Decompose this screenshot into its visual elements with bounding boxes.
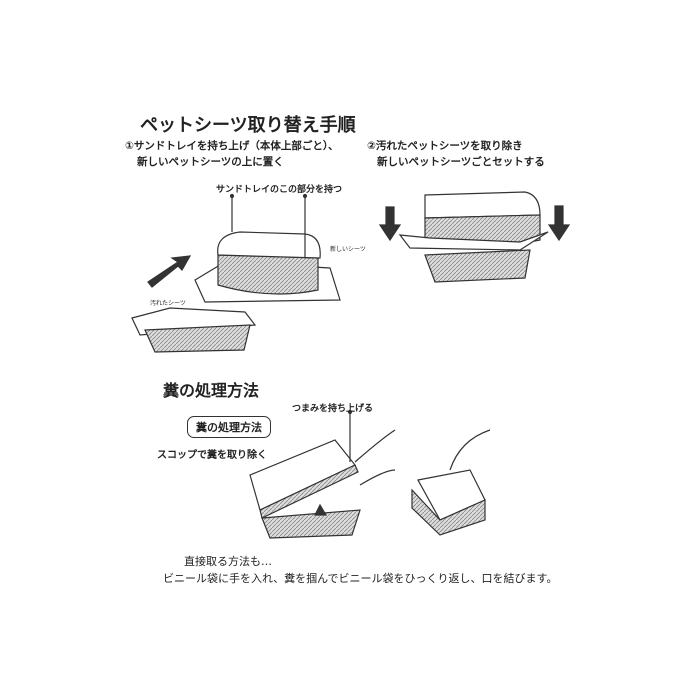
- scoop-illustration: [249, 409, 491, 539]
- dirty-sheet-label: 汚れたシーツ: [150, 300, 186, 307]
- step1-illustration: [131, 193, 341, 353]
- new-sheet-label: 新しいシーツ: [330, 246, 366, 253]
- section1-title: ペットシーツ取り替え手順: [140, 115, 356, 136]
- section2-title: 糞の処理方法: [163, 381, 260, 400]
- boxed-label: 糞の処理方法: [187, 416, 271, 438]
- scoop-label: スコップで糞を取り除く: [157, 450, 267, 461]
- step1-line1: ①サンドトレイを持ち上げ（本体上部ごと）、: [125, 140, 339, 152]
- hold-label: サンドトレイのこの部分を持つ: [216, 185, 343, 195]
- knob-label: つまみを持ち上げる: [292, 404, 374, 414]
- step2-line1: ②汚れたペットシーツを取り除き: [367, 140, 523, 152]
- step1-line2: 新しいペットシーツの上に置く: [137, 156, 284, 168]
- note-line1: 直接取る方法も…: [184, 555, 272, 568]
- note-line2: ビニール袋に手を入れ、糞を掴んでビニール袋をひっくり返し、口を結びます。: [163, 572, 558, 585]
- step2-line2: 新しいペットシーツごとセットする: [377, 156, 545, 168]
- step2-illustration: [378, 191, 571, 283]
